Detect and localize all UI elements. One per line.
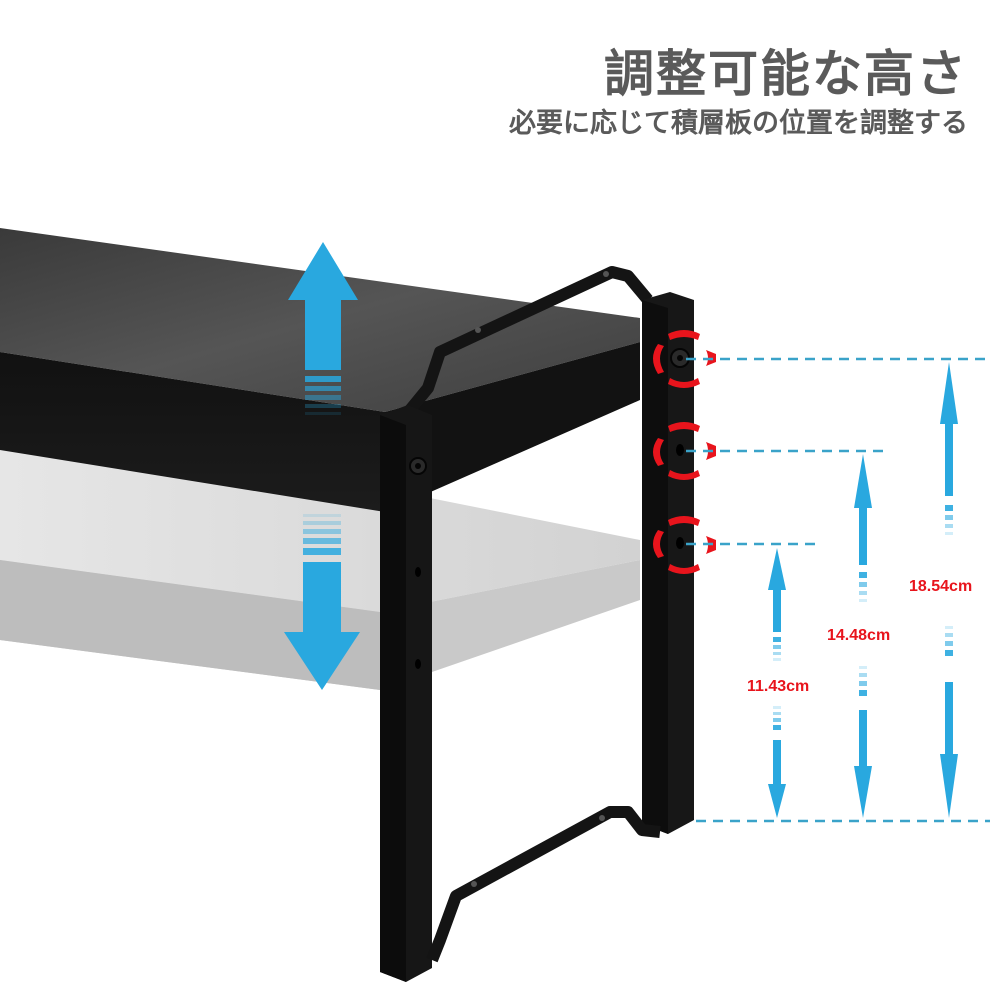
page-title: 調整可能な高さ xyxy=(604,45,968,103)
raise-shelf-arrow-icon xyxy=(288,242,358,415)
measurement-label-middle: 14.48cm xyxy=(826,627,892,645)
right-leg xyxy=(642,292,694,834)
lower-shelf-arrow-icon xyxy=(284,514,360,690)
bottom-bracket xyxy=(426,806,661,963)
measurement-arrow-bottom xyxy=(768,548,786,818)
page-subtitle: 必要に応じて積層板の位置を調整する xyxy=(509,108,968,139)
left-leg xyxy=(380,405,432,982)
measurement-arrow-top xyxy=(940,362,958,818)
measurement-label-top: 18.54cm xyxy=(908,578,974,596)
top-bracket xyxy=(405,266,653,414)
reference-lines xyxy=(686,357,990,823)
ghost-shelf xyxy=(0,450,640,690)
measurement-arrow-middle xyxy=(854,454,872,818)
hole-highlight-icons xyxy=(653,330,716,574)
measurement-label-bottom: 11.43cm xyxy=(746,678,811,696)
